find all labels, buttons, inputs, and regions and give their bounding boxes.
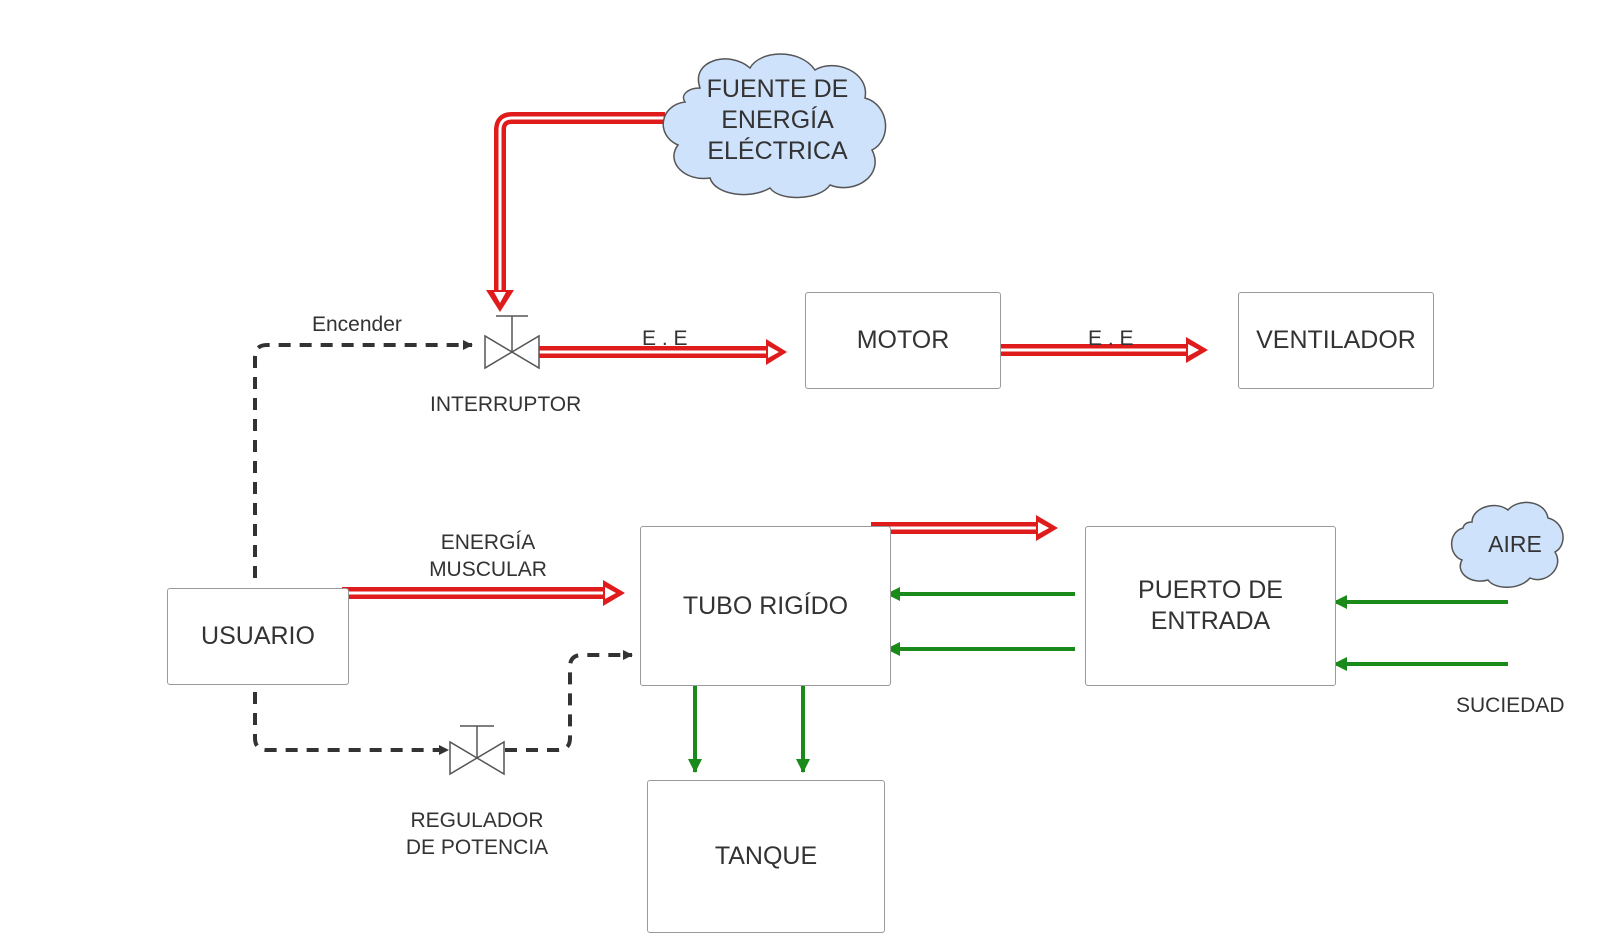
ventilador-label: VENTILADOR [1256,326,1416,354]
ee-label-2: E . E [1088,327,1134,350]
regulador-valve-icon [449,725,505,776]
motor-box: MOTOR [805,292,1001,389]
signal-regulador-to-tubo [505,650,633,752]
interruptor-valve-icon [484,315,540,370]
energy-flow-motor-to-ventilador [980,337,1208,363]
ventilador-box: VENTILADOR [1238,292,1434,389]
usuario-box: USUARIO [167,588,349,685]
fuente-line-2: ENERGÍA [721,106,834,134]
regulador-label: REGULADOR DE POTENCIA [394,807,560,861]
signal-usuario-to-interruptor [253,340,473,578]
fuente-line-3: ELÉCTRICA [707,137,848,165]
aire-label: AIRE [1488,531,1542,557]
fuente-energia-cloud: FUENTE DE ENERGÍA ELÉCTRICA [690,74,865,167]
energia-muscular-label: ENERGÍA MUSCULAR [413,529,563,583]
energy-flow-fuente-to-interruptor [486,112,665,312]
encender-label: Encender [312,313,402,336]
regulador-line-2: DE POTENCIA [405,836,549,859]
regulador-line-1: REGULADOR [410,809,544,832]
energy-flow-usuario-to-tubo [342,580,625,606]
tanque-label: TANQUE [714,842,818,870]
ee-label-1: E . E [642,327,688,350]
motor-label: MOTOR [856,326,950,354]
aire-cloud: AIRE [1470,529,1560,560]
fuente-line-1: FUENTE DE [706,75,849,103]
energia-muscular-line-2: MUSCULAR [429,558,547,581]
puerto-line-1: PUERTO DE [1138,576,1283,604]
aire-cloud-shape [1450,501,1564,588]
puerto-entrada-box: PUERTO DE ENTRADA [1085,526,1336,686]
usuario-label: USUARIO [201,622,315,650]
tubo-rigido-box: TUBO RIGÍDO [640,526,891,686]
puerto-line-2: ENTRADA [1150,607,1271,635]
energia-muscular-line-1: ENERGÍA [440,531,536,554]
tubo-rigido-label: TUBO RIGÍDO [682,591,849,620]
signal-usuario-to-regulador [253,671,449,755]
fuente-energia-cloud-shape [662,53,887,199]
energy-flow-tubo-to-puerto [871,515,1058,541]
suciedad-label: SUCIEDAD [1456,694,1565,717]
interruptor-label: INTERRUPTOR [430,393,582,416]
energy-flow-interruptor-to-motor [528,339,787,365]
tanque-box: TANQUE [647,780,885,933]
